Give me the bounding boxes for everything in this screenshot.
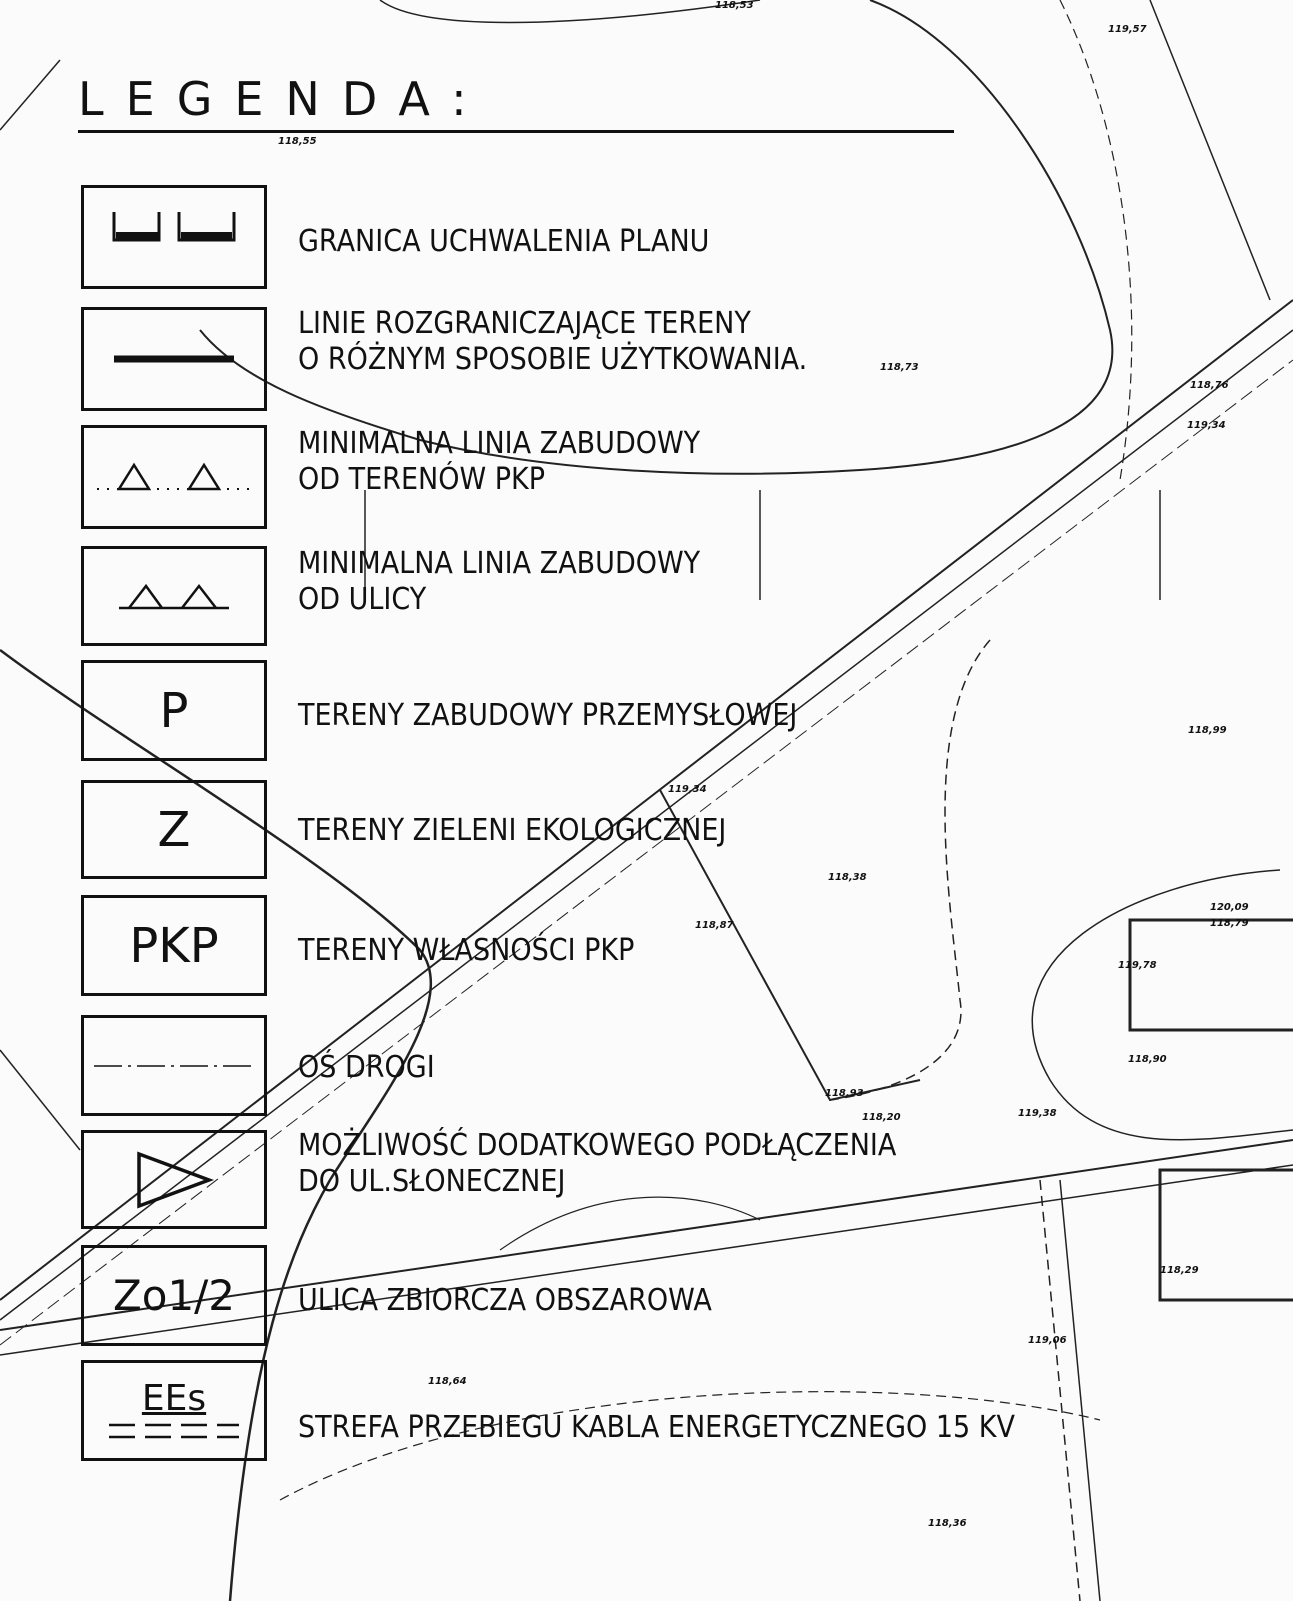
legend-label-pkp: TERENY WŁASNOŚCI PKP <box>298 933 635 968</box>
spot-height: 120,09 <box>1210 902 1249 913</box>
spot-height: 118,38 <box>828 872 867 883</box>
legend-symbol-green: Z <box>81 780 267 879</box>
spot-height: 119,34 <box>1187 420 1226 431</box>
dotted-triangle-line-icon <box>97 462 249 491</box>
plan-boundary-icon <box>112 212 236 242</box>
spot-height: 118,99 <box>1188 725 1227 736</box>
triangle-line-icon <box>119 583 229 610</box>
connection-arrow-icon <box>137 1150 215 1209</box>
spot-height: 118,55 <box>278 136 317 147</box>
label-line: MINIMALNA LINIA ZABUDOWY <box>298 426 701 461</box>
cable-zone-icon <box>109 1423 239 1439</box>
title-underline <box>78 130 954 133</box>
legend-label-green: TERENY ZIELENI EKOLOGICZNEJ <box>298 813 727 848</box>
spot-height: 118,76 <box>1190 380 1229 391</box>
spot-height: 118,29 <box>1160 1265 1199 1276</box>
legend-symbol-connection <box>81 1130 267 1229</box>
legend-symbol-industrial: P <box>81 660 267 761</box>
solid-line-icon <box>114 355 234 363</box>
legend-label-collector-street: ULICA ZBIORCZA OBSZAROWA <box>298 1283 712 1318</box>
legend-label-plan-boundary: GRANICA UCHWALENIA PLANU <box>298 224 710 259</box>
cable-zone-symbol-text: EEs <box>141 1378 207 1419</box>
legend-symbol-building-line-street <box>81 546 267 646</box>
legend-label-road-axis: OŚ DROGI <box>298 1050 435 1085</box>
label-line: OD TERENÓW PKP <box>298 462 546 497</box>
label-line: LINIE ROZGRANICZAJĄCE TERENY <box>298 306 751 341</box>
spot-height: 119,57 <box>1108 24 1147 35</box>
label-line: MOŻLIWOŚĆ DODATKOWEGO PODŁĄCZENIA <box>298 1128 897 1163</box>
legend-symbol-cable-zone: EEs <box>81 1360 267 1461</box>
spot-height: 119,38 <box>1018 1108 1057 1119</box>
legend-symbol-boundary-lines <box>81 307 267 411</box>
label-line: OD ULICY <box>298 582 427 617</box>
spot-height: 118,90 <box>1128 1054 1167 1065</box>
spot-height: 118,20 <box>862 1112 901 1123</box>
legend-symbol-pkp: PKP <box>81 895 267 996</box>
spot-height: 118,64 <box>428 1376 467 1387</box>
spot-height: 118,73 <box>880 362 919 373</box>
label-line: DO UL.SŁONECZNEJ <box>298 1164 566 1199</box>
spot-height: 118,93 <box>825 1088 864 1099</box>
label-line: MINIMALNA LINIA ZABUDOWY <box>298 546 701 581</box>
legend-label-cable-zone: STREFA PRZEBIEGU KABLA ENERGETYCZNEGO 15… <box>298 1410 1015 1445</box>
spot-height: 119,06 <box>1028 1335 1067 1346</box>
legend-symbol-road-axis <box>81 1015 267 1116</box>
spot-height: 118,79 <box>1210 918 1249 929</box>
road-axis-icon <box>94 1064 254 1067</box>
spot-height: 119,78 <box>1118 960 1157 971</box>
spot-height: 118,87 <box>695 920 734 931</box>
spot-height: 118,36 <box>928 1518 967 1529</box>
legend-symbol-plan-boundary <box>81 185 267 289</box>
label-line: O RÓŻNYM SPOSOBIE UŻYTKOWANIA. <box>298 342 808 377</box>
legend-label-industrial: TERENY ZABUDOWY PRZEMYSŁOWEJ <box>298 698 798 733</box>
spot-height: 119,34 <box>668 784 707 795</box>
legend-symbol-collector-street: Zo1/2 <box>81 1245 267 1346</box>
legend-title: LEGENDA: <box>78 72 489 126</box>
legend-symbol-building-line-pkp <box>81 425 267 529</box>
spot-height: 118,53 <box>715 0 754 11</box>
